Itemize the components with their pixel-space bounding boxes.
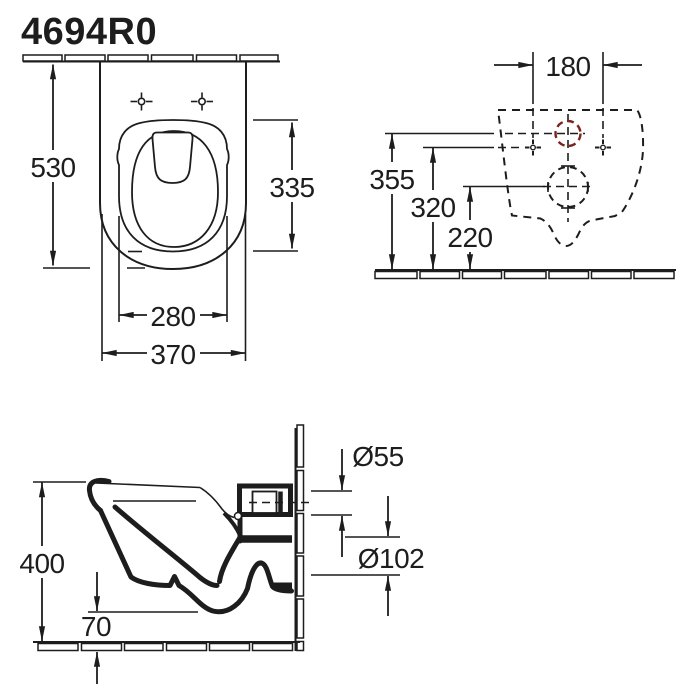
dimension-seat-335: 335 [253,119,319,252]
wall-hatch-top [22,54,280,63]
dim-d102-label: Ø102 [358,543,425,574]
dimension-inlet-diameter-55: Ø55 [311,441,404,557]
dimension-outlet-diameter-102: Ø102 [311,496,425,616]
toilet-section-profile [86,477,313,615]
hinge-position-marker-left [130,92,153,111]
wall-hatch-side [294,424,305,652]
water-supply-connection [554,119,582,148]
dimension-depth-530: 530 [27,64,145,269]
view-side: 400 70 Ø55 Ø102 [16,424,425,684]
model-number-title: 4694R0 [21,11,157,53]
outlet-drain-circle [543,165,594,209]
fixing-hole-right [595,139,611,156]
mounting-face-outline [496,109,645,248]
seat-hinge-pin [233,511,243,521]
dim-220-label: 220 [447,222,492,253]
dimension-outlet-height-220: 220 [444,185,545,270]
dim-400-label: 400 [19,548,64,579]
dim-280-label: 280 [150,301,195,332]
seat-outline [116,119,230,253]
dim-355-label: 355 [369,164,414,195]
flush-inlet-block [237,483,293,517]
dim-70-label: 70 [81,611,111,642]
dimension-hole-spacing-180: 180 [494,51,642,138]
dimension-clearance-70: 70 [81,572,198,684]
view-front-top: 530 335 280 370 [22,54,319,370]
dimension-hole-height-320: 320 [407,146,494,270]
dim-d55-label: Ø55 [352,441,403,472]
dim-320-label: 320 [410,192,455,223]
hinge-position-marker-right [191,92,213,111]
dim-530-label: 530 [30,152,75,183]
dimension-supply-height-355: 355 [366,132,494,270]
dim-180-label: 180 [545,51,590,82]
floor-hatch-side [33,641,300,652]
dimension-inner-width-280: 280 [118,216,228,332]
fixing-hole-left [525,139,541,156]
dimension-outer-width-370: 370 [101,214,247,370]
dimension-height-400: 400 [16,481,86,642]
floor-hatch-rear [374,269,676,280]
view-rear: 180 355 320 220 [366,51,676,280]
toilet-body-outline [99,61,247,271]
flush-well-outline [151,131,194,184]
dim-370-label: 370 [150,339,195,370]
dim-335-label: 335 [269,172,314,203]
